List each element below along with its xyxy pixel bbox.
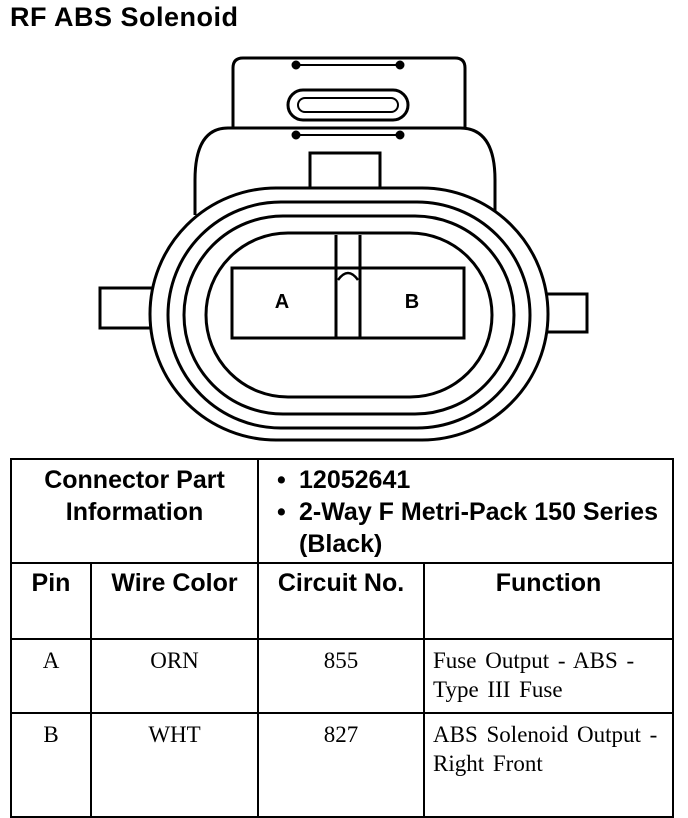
circuit-cell: 855 <box>257 638 426 714</box>
connector-seal-ring <box>182 214 516 416</box>
part-description: 2-Way F Metri-Pack 150 Series (Black) <box>277 496 664 560</box>
connector-shell-ring <box>166 200 532 430</box>
locking-tab <box>231 56 467 128</box>
part-info-list: 12052641 2-Way F Metri-Pack 150 Series (… <box>257 458 675 564</box>
page-title: RF ABS Solenoid <box>10 2 239 32</box>
wire-color-cell: ORN <box>89 638 260 714</box>
pin-cell: B <box>10 712 92 818</box>
connector-info-table: Connector Part Information 12052641 2-Wa… <box>9 458 675 818</box>
pin-b-label: B <box>405 291 419 313</box>
function-cell: Fuse Output - ABS - Type III Fuse <box>423 638 675 714</box>
pin-a-label: A <box>275 291 289 313</box>
pin-header: Pin <box>10 562 92 640</box>
column-header-row: Pin Wire Color Circuit No. Function <box>10 562 675 640</box>
connector-neck <box>308 151 382 193</box>
function-cell: ABS Solenoid Output - Right Front <box>423 712 675 818</box>
tab-slot <box>286 88 410 122</box>
wire-color-header: Wire Color <box>89 562 260 640</box>
table-row: A ORN 855 Fuse Output - ABS - Type III F… <box>10 638 675 714</box>
function-header: Function <box>423 562 675 640</box>
part-info-label: Connector Part Information <box>9 458 260 564</box>
wire-color-cell: WHT <box>89 712 260 818</box>
part-info-row: Connector Part Information 12052641 2-Wa… <box>9 458 675 564</box>
connector-diagram: A B <box>98 56 589 442</box>
center-key <box>334 235 362 338</box>
connector-cavity-ring <box>204 231 494 399</box>
pin-cell: A <box>10 638 92 714</box>
table-row: B WHT 827 ABS Solenoid Output - Right Fr… <box>10 712 675 818</box>
part-number: 12052641 <box>277 464 664 496</box>
connector-shoulder <box>193 126 497 181</box>
circuit-no-header: Circuit No. <box>257 562 426 640</box>
connector-outer-shell <box>148 186 550 442</box>
circuit-cell: 827 <box>257 712 426 818</box>
